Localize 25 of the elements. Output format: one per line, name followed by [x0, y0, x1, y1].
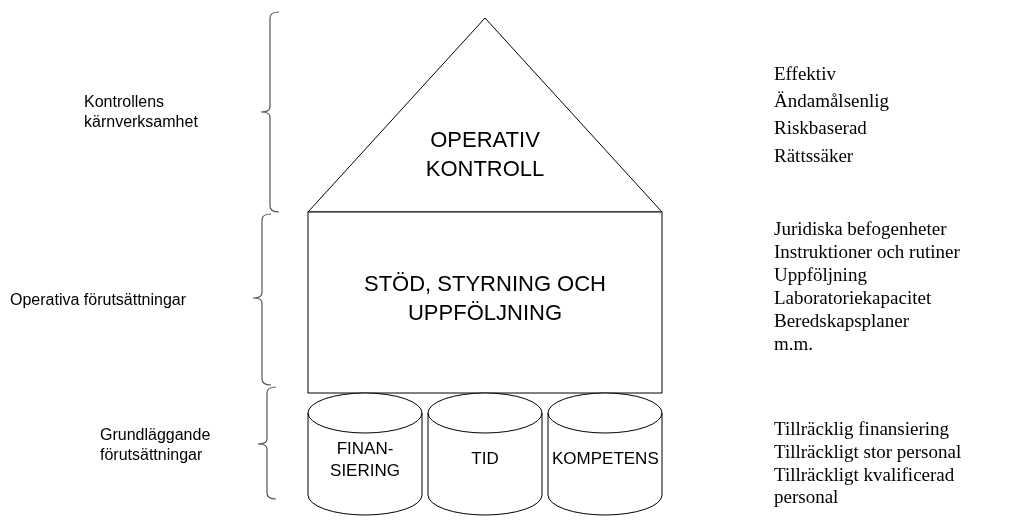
cylinder-shape [428, 393, 542, 515]
cylinder-shape [548, 393, 662, 515]
bracket-label: Grundläggande förutsättningar [100, 425, 212, 465]
node-label: STÖD, STYRNING OCH UPPFÖLJNING [363, 270, 607, 327]
list-item: Juridiska befogenheter [774, 218, 948, 240]
list-item: Laboratoriekapacitet [774, 287, 933, 309]
list-item: Effektiv [774, 63, 837, 85]
node-label: FINAN- SIERING [329, 438, 401, 483]
list-item: Beredskapsplaner [774, 310, 911, 332]
node-label: TID [470, 448, 500, 470]
list-item: Uppföljning [774, 264, 868, 286]
node-label: OPERATIV KONTROLL [424, 126, 546, 183]
list-item: Rättssäker [774, 145, 855, 167]
roof-triangle [308, 18, 662, 212]
cylinder-shape [308, 393, 422, 515]
bracket-label: Kontrollens kärnverksamhet [84, 92, 199, 132]
list-item: Riskbaserad [774, 117, 868, 139]
list-item: Ändamålsenlig [774, 90, 891, 112]
list-item: Tillräckligt stor personal [774, 441, 963, 463]
list-item: Instruktioner och rutiner [774, 241, 961, 263]
bracket-label: Operativa förutsättningar [10, 290, 188, 310]
list-item: m.m. [774, 333, 815, 355]
list-item: Tillräcklig finansiering [774, 418, 951, 440]
list-item: Tillräckligt kvalificerad personal [774, 464, 956, 508]
node-label: KOMPETENS [552, 448, 658, 470]
